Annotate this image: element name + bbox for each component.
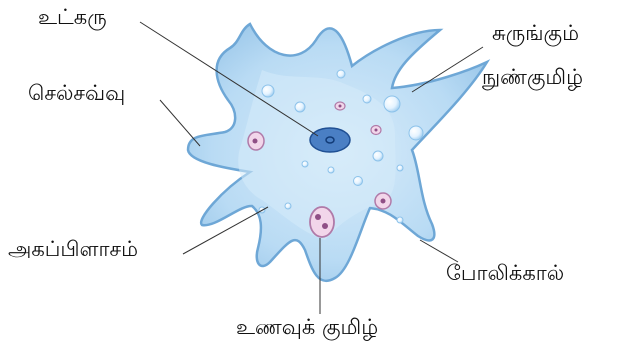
food-vacuole-main	[310, 207, 334, 237]
label-contractile-vacuole-line2: நுண்குமிழ்	[482, 66, 583, 89]
food-vacuole-right	[375, 193, 391, 209]
leader-pseudopodium	[420, 240, 458, 262]
nucleus-shape	[310, 128, 350, 152]
label-food-vacuole: உணவுக் குமிழ்	[236, 316, 378, 339]
leader-cell-membrane	[160, 100, 200, 146]
food-vacuole-left	[248, 132, 264, 150]
label-cytoplasm: அகப்பிளாசம்	[8, 238, 138, 261]
label-contractile-vacuole-line1: சுருங்கும்	[492, 22, 579, 45]
label-cell-membrane: செல்சவ்வு	[28, 82, 125, 105]
label-pseudopodium: போலிக்கால்	[446, 262, 564, 285]
label-nucleus: உட்கரு	[38, 6, 107, 29]
food-vacuole-small-2	[371, 126, 381, 135]
food-vacuole-small-1	[335, 102, 345, 110]
